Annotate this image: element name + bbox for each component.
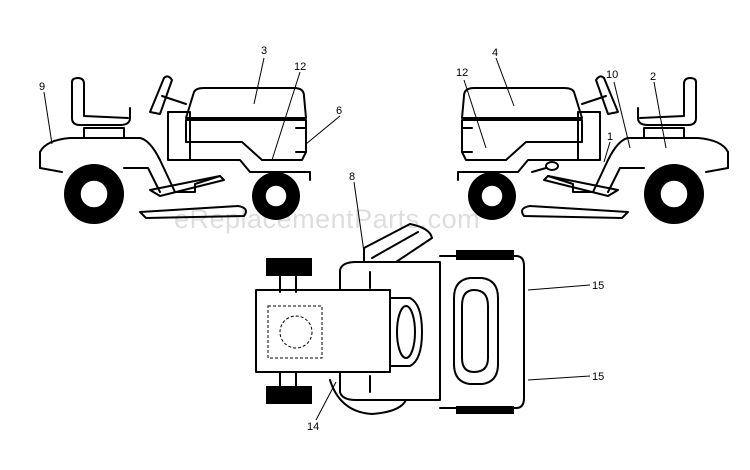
callout-14: 14 — [307, 421, 319, 433]
discharge-chute — [363, 223, 433, 263]
callout-12-left: 12 — [294, 61, 306, 73]
callout-12-right: 12 — [456, 67, 468, 79]
deck-edge — [329, 379, 407, 415]
callout-labels: 9 3 12 6 4 12 10 2 1 8 15 15 14 — [39, 45, 656, 433]
tractor-top-view — [255, 223, 525, 415]
tractor-left-side-view — [39, 75, 311, 224]
front-wheel-top — [266, 258, 312, 276]
steering-wheel — [149, 75, 173, 115]
tractor-right-side-view — [457, 75, 729, 224]
hood-top — [185, 87, 307, 119]
steering-column-top — [396, 305, 416, 359]
callout-4: 4 — [492, 47, 498, 59]
callout-8: 8 — [349, 171, 355, 183]
callout-15-bottom: 15 — [592, 371, 604, 383]
rear-fender — [39, 137, 221, 193]
hood-top-view — [255, 289, 391, 373]
hood-side — [185, 119, 307, 161]
callout-9: 9 — [39, 81, 45, 93]
callout-10: 10 — [606, 69, 618, 81]
mower-deck-chute — [149, 175, 225, 197]
callout-6: 6 — [336, 105, 342, 117]
front-wheel-bottom — [266, 386, 312, 404]
callout-3: 3 — [261, 45, 267, 57]
leader-lines — [43, 57, 667, 421]
seat-back — [71, 81, 131, 126]
seat-top-view — [453, 277, 499, 385]
watermark-text: eReplacementParts.com — [174, 204, 480, 234]
mower-deck — [139, 205, 247, 219]
body-top-view — [339, 261, 441, 401]
callout-1: 1 — [607, 131, 613, 143]
rear-fender-top — [439, 255, 525, 409]
callout-15-top: 15 — [592, 280, 604, 292]
callout-2: 2 — [650, 71, 656, 83]
